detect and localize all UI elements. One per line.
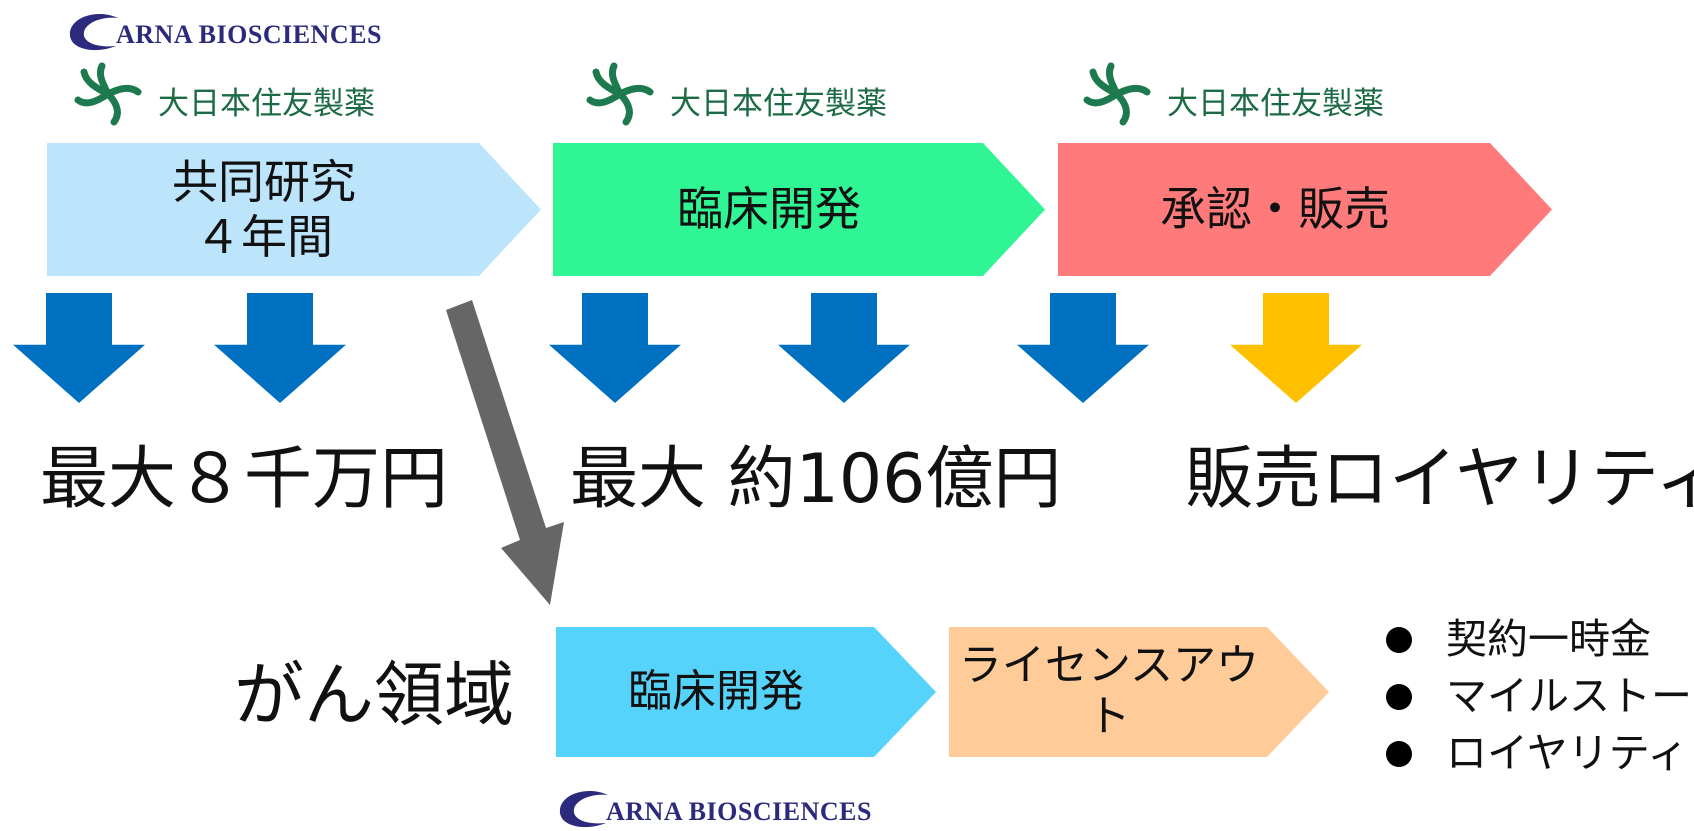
oncology-development-label: 臨床開発: [628, 666, 804, 718]
phase-sales-label: 承認・販売: [1160, 182, 1390, 237]
carna-logo-text: ARNA BIOSCIENCES: [606, 797, 872, 826]
oncology-licensing-label: ライセンスアウト: [958, 641, 1260, 742]
bullet-item: マイルストーン: [1384, 668, 1694, 725]
carna-logo-bottom: ARNA BIOSCIENCES: [556, 787, 976, 828]
down-arrow-icon: [13, 293, 145, 403]
bullet-dot-icon: [1386, 684, 1412, 710]
payment-development: 最大 約106億円: [570, 440, 1062, 519]
bullet-text: マイルストーン: [1446, 672, 1694, 720]
sumitomo-logo-sales: 大日本住友製薬: [1077, 62, 1417, 126]
oncology-label: がん領域: [234, 654, 514, 736]
oncology-licensing-chevron: ライセンスアウト: [949, 627, 1329, 757]
bullet-item: ロイヤリティ: [1384, 725, 1694, 782]
down-arrow-icon: [214, 293, 346, 403]
sumitomo-logo-text: 大日本住友製薬: [670, 86, 887, 122]
oncology-bullet-list: 契約一時金 マイルストーン ロイヤリティ: [1384, 611, 1694, 782]
carna-swoosh-icon: [559, 791, 608, 828]
payment-research: 最大８千万円: [40, 440, 449, 519]
sumitomo-flower-icon: [586, 62, 654, 126]
down-arrow-icon: [778, 293, 910, 403]
carna-swoosh-icon: [69, 14, 118, 51]
bullet-dot-icon: [1386, 627, 1412, 653]
sumitomo-logo-text: 大日本住友製薬: [1167, 86, 1384, 122]
sumitomo-logo-development: 大日本住友製薬: [580, 62, 920, 126]
phase-research-chevron: 共同研究 ４年間: [47, 143, 541, 276]
bullet-item: 契約一時金: [1384, 611, 1694, 668]
phase-sales-chevron: 承認・販売: [1058, 143, 1552, 276]
diagonal-arrow-icon: [446, 300, 564, 605]
sumitomo-logo-research: 大日本住友製薬: [68, 62, 408, 126]
sumitomo-flower-icon: [1083, 62, 1151, 126]
sumitomo-logo-text: 大日本住友製薬: [158, 86, 375, 122]
carna-logo-top: ARNA BIOSCIENCES: [66, 10, 486, 54]
bullet-text: ロイヤリティ: [1446, 729, 1689, 777]
phase-development-chevron: 臨床開発: [553, 143, 1045, 276]
down-arrow-icon: [1230, 293, 1362, 403]
bullet-dot-icon: [1386, 741, 1412, 767]
phase-development-label: 臨床開発: [677, 182, 861, 237]
oncology-development-chevron: 臨床開発: [556, 627, 936, 757]
down-arrow-icon: [1017, 293, 1149, 403]
phase-research-label: 共同研究 ４年間: [172, 155, 356, 264]
bullet-text: 契約一時金: [1446, 615, 1651, 663]
carna-logo-text: ARNA BIOSCIENCES: [116, 20, 382, 49]
sumitomo-flower-icon: [74, 62, 142, 126]
payment-sales: 販売ロイヤリティ: [1185, 440, 1694, 519]
